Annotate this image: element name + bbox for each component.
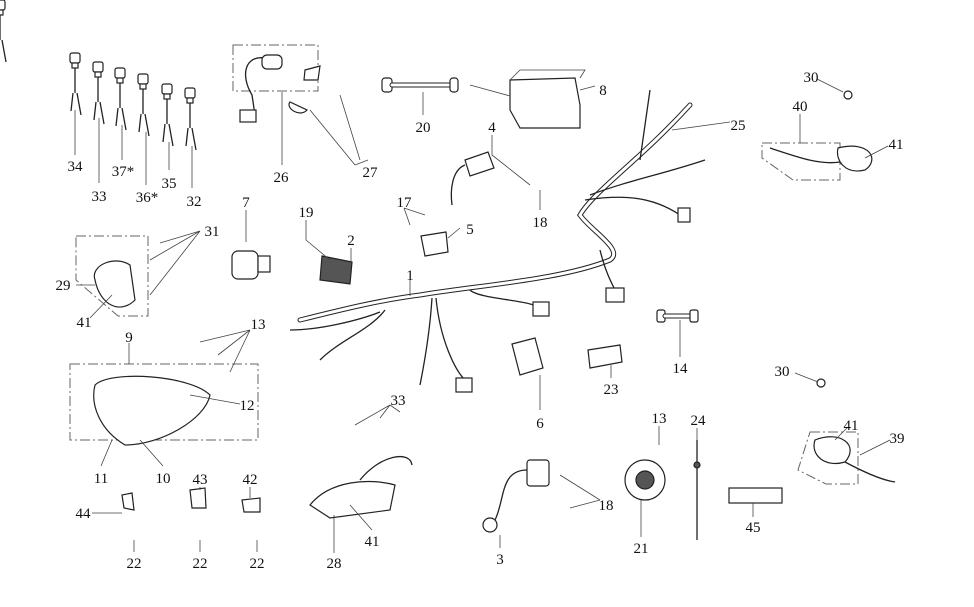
callout-20: 20 xyxy=(416,120,431,136)
callout-22: 22 xyxy=(250,556,265,572)
callout-29: 29 xyxy=(56,278,71,294)
callout-10: 10 xyxy=(156,471,171,487)
callout-1: 1 xyxy=(406,268,414,284)
callout-6: 6 xyxy=(536,416,544,432)
callout-22: 22 xyxy=(193,556,208,572)
callout-24: 24 xyxy=(691,413,707,429)
callout-5: 5 xyxy=(466,222,474,238)
callout-41: 41 xyxy=(365,534,380,550)
callout-41: 41 xyxy=(77,315,92,331)
callout-26: 26 xyxy=(274,170,290,186)
callout-14: 14 xyxy=(673,361,689,377)
dashed-group-boxes xyxy=(69,44,859,485)
callout-44: 44 xyxy=(76,506,92,522)
callout-3: 3 xyxy=(496,552,504,568)
callout-43: 43 xyxy=(193,472,208,488)
callout-2: 2 xyxy=(347,233,355,249)
parts-misc xyxy=(93,69,896,540)
leader-lines xyxy=(74,78,891,553)
callout-22: 22 xyxy=(127,556,142,572)
callout-4: 4 xyxy=(488,120,496,136)
callout-33: 33 xyxy=(391,393,406,409)
callout-41: 41 xyxy=(844,418,859,434)
callout-42: 42 xyxy=(243,472,258,488)
callout-39: 39 xyxy=(890,431,905,447)
callout-40: 40 xyxy=(793,99,808,115)
callout-18: 18 xyxy=(533,215,548,231)
callout-37-star: 37* xyxy=(112,164,135,180)
ignition-switch-26 xyxy=(239,54,321,123)
callout-34: 34 xyxy=(68,159,84,175)
callout-17: 17 xyxy=(397,195,413,211)
callout-31: 31 xyxy=(205,224,220,240)
callout-33: 33 xyxy=(92,189,107,205)
callout-30: 30 xyxy=(804,70,819,86)
callout-23: 23 xyxy=(604,382,619,398)
callout-45: 45 xyxy=(746,520,761,536)
callout-7: 7 xyxy=(242,195,250,211)
callout-41: 41 xyxy=(889,137,904,153)
callout-9: 9 xyxy=(125,330,133,346)
switch-leads xyxy=(0,0,197,151)
callout-28: 28 xyxy=(327,556,342,572)
callout-11: 11 xyxy=(94,471,108,487)
callout-32: 32 xyxy=(187,194,202,210)
callout-35: 35 xyxy=(162,176,177,192)
callout-25: 25 xyxy=(731,118,746,134)
callout-36-star: 36* xyxy=(136,190,159,206)
callout-12: 12 xyxy=(240,398,255,414)
callout-13: 13 xyxy=(652,411,667,427)
callout-27: 27 xyxy=(363,165,379,181)
main-harness xyxy=(289,89,706,393)
callout-18: 18 xyxy=(599,498,614,514)
callout-21: 21 xyxy=(634,541,649,557)
callout-19: 19 xyxy=(299,205,314,221)
callout-30: 30 xyxy=(775,364,790,380)
callout-8: 8 xyxy=(599,83,607,99)
callout-13: 13 xyxy=(251,317,266,333)
